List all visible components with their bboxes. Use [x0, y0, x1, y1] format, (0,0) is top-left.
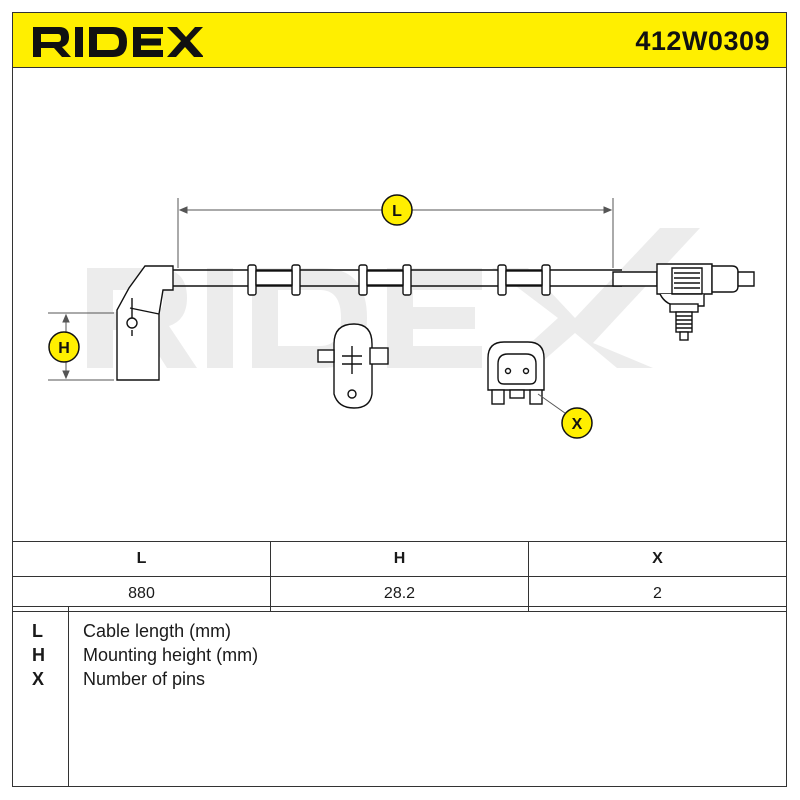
legend-key: X: [32, 669, 45, 689]
sensor-drawing: L H: [48, 194, 755, 439]
svg-text:H: H: [58, 340, 70, 357]
header-bar: 412W0309: [12, 12, 787, 68]
specs-header-cell: X: [528, 541, 787, 577]
brand-logo: [33, 27, 203, 57]
part-number: 412W0309: [635, 26, 770, 56]
sensor-side-view: [317, 323, 389, 409]
legend-text: Number of pins: [83, 669, 206, 689]
legend-text: Mounting height (mm): [83, 645, 259, 665]
ridex-watermark: [87, 228, 700, 368]
height-callout: H: [48, 331, 80, 363]
specs-header-cell: L: [12, 541, 271, 577]
pins-callout: X: [561, 407, 593, 439]
connector-front-view: [487, 341, 545, 405]
svg-text:L: L: [392, 203, 402, 220]
specs-table: L H X 880 28.2 2: [12, 541, 787, 612]
sensor-cable: [172, 264, 622, 296]
legend-text: Cable length (mm): [83, 621, 232, 641]
specs-header-row: L H X: [12, 541, 787, 577]
legend-panel: L Cable length (mm) H Mounting height (m…: [12, 606, 787, 787]
specs-header-cell: H: [270, 541, 529, 577]
legend-key: L: [32, 621, 43, 641]
cable-connector: [612, 263, 755, 341]
sensor-head: [116, 265, 174, 381]
svg-text:X: X: [572, 416, 583, 433]
length-callout: L: [381, 194, 413, 226]
legend-key: H: [32, 645, 45, 665]
legend-divider: [68, 607, 69, 787]
